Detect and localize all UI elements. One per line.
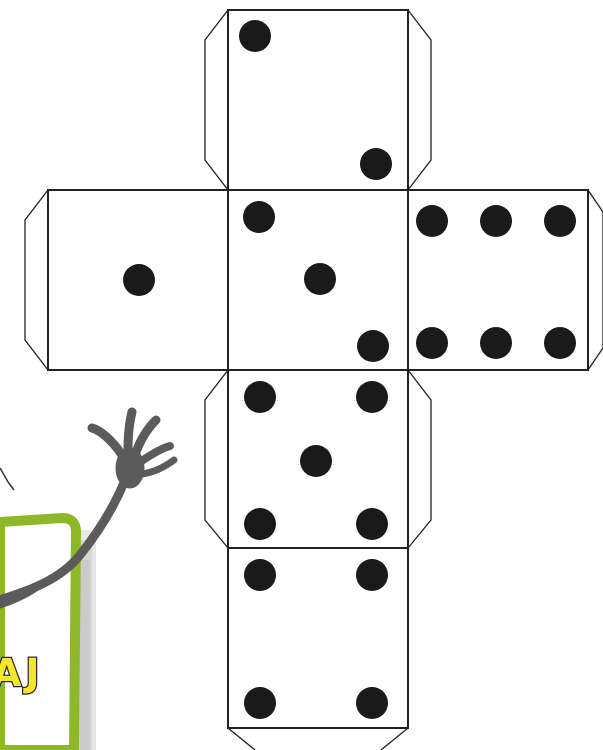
pip <box>244 559 276 591</box>
glue-tabs <box>25 10 603 750</box>
pip <box>480 327 512 359</box>
pip <box>244 508 276 540</box>
pip <box>416 327 448 359</box>
glue-tab-lower-left <box>205 370 228 548</box>
pip <box>416 205 448 237</box>
sign-text: AJ <box>0 651 44 695</box>
pip <box>544 327 576 359</box>
glue-tab-right <box>588 190 603 370</box>
glue-tab-left <box>25 190 48 370</box>
pip <box>357 330 389 362</box>
glue-tab-bottom <box>228 728 408 750</box>
dice-net <box>25 10 603 750</box>
pip <box>356 381 388 413</box>
pip <box>356 508 388 540</box>
glue-tab-lower-right <box>408 370 431 548</box>
pip <box>300 445 332 477</box>
pip <box>360 148 392 180</box>
glue-tab-top-right <box>408 10 431 190</box>
sign-frame <box>0 518 76 750</box>
pip <box>356 687 388 719</box>
pip <box>244 687 276 719</box>
glue-tab-top-left <box>205 10 228 190</box>
pip <box>356 559 388 591</box>
pip <box>480 205 512 237</box>
pip <box>243 201 275 233</box>
pip <box>544 205 576 237</box>
pip <box>123 264 155 296</box>
pip <box>239 20 271 52</box>
pip <box>304 263 336 295</box>
pip <box>244 381 276 413</box>
